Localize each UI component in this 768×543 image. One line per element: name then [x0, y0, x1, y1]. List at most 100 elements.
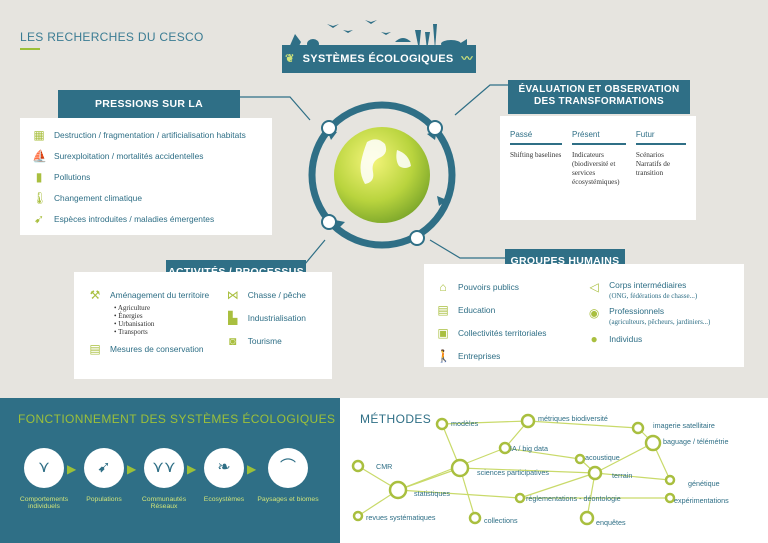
school-icon: ▤	[437, 303, 449, 317]
compass-icon: ⚒	[89, 288, 101, 302]
sub-item-label: Agriculture	[117, 304, 151, 312]
evaluation-title-line1: ÉVALUATION ET OBSERVATION	[518, 84, 680, 95]
groupes-item-label: Corps intermédiaires	[609, 280, 687, 290]
evaluation-title-line2: DES TRANSFORMATIONS	[534, 96, 664, 107]
groupes-item: 🚶 Entreprises	[436, 349, 573, 363]
landscape-icon: ⌒	[268, 448, 308, 488]
column-text: Indicateurs (biodiversité et services éc…	[572, 151, 620, 186]
bird-icon: ➹	[33, 212, 45, 226]
method-node-label: statistiques	[414, 489, 450, 498]
bulldozer-icon: ▦	[33, 128, 45, 142]
arrow-icon: ▶	[67, 462, 77, 476]
groupes-item-label: Education	[458, 305, 496, 315]
activites-item: ▤Mesures de conservation	[88, 342, 210, 356]
birds-icon: ⋎	[24, 448, 64, 488]
groupes-item: ●Individus	[587, 332, 734, 346]
arrow-icon: ▶	[187, 462, 197, 476]
method-node-label: imagerie satellitaire	[653, 421, 715, 430]
groupes-item-label: Collectivités territoriales	[458, 328, 547, 338]
pressions-item: 🌡 Changement climatique	[32, 191, 260, 205]
book-icon: ▤	[89, 342, 101, 356]
activites-item-label: Industrialisation	[247, 313, 306, 323]
sub-item-label: Transports	[118, 328, 148, 336]
column-text: Shifting baselines	[510, 151, 562, 159]
center-label: SYSTÈMES ÉCOLOGIQUES	[302, 53, 454, 65]
groupes-item: ▣ Collectivités territoriales	[436, 326, 573, 340]
pressions-title: PRESSIONS SUR LA BIODIVERSITÉ	[58, 90, 240, 138]
method-node-label: terrain	[612, 471, 633, 480]
cycle-ring	[308, 101, 456, 249]
activites-item: ▙ Industrialisation	[226, 311, 320, 325]
evaluation-panel: Passé Shifting baselines Présent Indicat…	[500, 116, 696, 220]
method-node-label: modèles	[451, 419, 479, 428]
method-node-label: CMR	[376, 462, 393, 471]
activites-item: ◙Tourisme	[226, 334, 320, 348]
evaluation-column: Présent Indicateurs (biodiversité et ser…	[572, 130, 626, 206]
activites-item-label: Chasse / pêche	[247, 290, 306, 300]
sub-item: • Urbanisation	[114, 320, 155, 328]
leaf-icon: ❦	[285, 53, 295, 65]
groupes-item: ⌂Pouvoirs publics	[436, 280, 573, 294]
pressions-item-label: Espèces introduites / maladies émergente…	[54, 214, 215, 224]
groupes-item-sub: (agriculteurs, pêcheurs, jardiniers...)	[609, 318, 711, 326]
tractor-icon: ◉	[588, 306, 600, 320]
column-text: Scénarios Narratifs de transition	[635, 151, 671, 177]
method-node-label: métriques biodiversité	[538, 414, 608, 423]
lizard-icon: 〰	[461, 53, 473, 65]
pressions-panel: ▦Destruction / fragmentation / artificia…	[20, 118, 272, 235]
step-label: Ecosystèmes	[203, 496, 245, 503]
step-label: Populations	[86, 496, 122, 503]
pressions-item-label: Changement climatique	[54, 193, 142, 203]
people-icon: ●	[590, 332, 598, 346]
method-node-label: génétique	[688, 479, 720, 488]
sub-item: • Énergies	[114, 312, 143, 320]
sub-item-label: Urbanisation	[118, 320, 155, 328]
groupes-item: ◉Professionnels(agriculteurs, pêcheurs, …	[587, 306, 734, 326]
walking-person-icon: 🚶	[436, 349, 451, 363]
pressions-item: ➹ Espèces introduites / maladies émergent…	[32, 212, 260, 226]
activites-item-label: Tourisme	[247, 336, 282, 346]
step-label: Comportements individuels	[19, 496, 69, 510]
methodes-network	[351, 413, 676, 526]
pressions-item: ▮ Pollutions	[32, 170, 260, 184]
pressions-item-label: Pollutions	[54, 172, 91, 182]
arrow-icon: ▶	[127, 462, 137, 476]
methodes-title: MÉTHODES	[360, 412, 432, 426]
method-node-label: baguage / télémétrie	[663, 437, 729, 446]
method-node-label: sciences participatives	[477, 468, 549, 477]
column-head: Présent	[572, 130, 626, 145]
groupes-item: ◁Corps intermédiaires(ONG, fédérations d…	[587, 280, 734, 300]
column-head: Passé	[510, 130, 562, 145]
method-node-label: IA / big data	[510, 444, 548, 453]
method-node-label: collections	[484, 516, 518, 525]
fish-icon: ⋈	[226, 288, 239, 302]
town-hall-icon: ▣	[437, 326, 449, 340]
method-node-label: revues systématiques	[366, 513, 436, 522]
groupes-panel: ⌂Pouvoirs publics ▤ Education ▣ Collectivi…	[424, 264, 744, 367]
sub-item: • Transports	[114, 328, 148, 336]
column-head: Futur	[635, 130, 686, 145]
sub-item: • Agriculture	[114, 304, 151, 312]
flock-icon: ⋎⋎	[144, 448, 184, 488]
pressions-item: ⛵ Surexploitation / mortalités accidentel…	[32, 149, 260, 163]
groupes-item-label: Entreprises	[458, 351, 501, 361]
pressions-item-label: Surexploitation / mortalités accidentell…	[54, 151, 204, 161]
evaluation-title: ÉVALUATION ET OBSERVATION DES TRANSFORMA…	[508, 80, 690, 114]
thermometer-icon: 🌡	[32, 191, 48, 205]
bottle-icon: ▮	[35, 170, 43, 184]
stork-icon: ➹	[84, 448, 124, 488]
groupes-item: ▤ Education	[436, 303, 573, 317]
method-node-label: réglementations - déontologie	[526, 494, 621, 503]
step-label: Paysages et biomes	[257, 496, 319, 503]
activites-item: ⚒Aménagement du territoire	[88, 288, 210, 302]
method-node-label: acoustique	[585, 453, 620, 462]
pressions-item: ▦Destruction / fragmentation / artificia…	[32, 128, 260, 142]
fishing-boat-icon: ⛵	[32, 149, 47, 163]
government-building-icon: ⌂	[439, 280, 447, 294]
step-label: Communautés Réseaux	[141, 496, 187, 510]
activites-item: ⋈ Chasse / pêche	[226, 288, 320, 302]
factory-icon: ▙	[228, 311, 238, 325]
sub-item-label: Énergies	[118, 312, 143, 320]
fonctionnement-steps: ⋎ ▶ ➹ ▶ ⋎⋎ ▶ ❧ ▶ ⌒ Comportements individ…	[20, 448, 320, 528]
fonctionnement-title: FONCTIONNEMENT DES SYSTÈMES ÉCOLOGIQUES	[18, 412, 336, 426]
